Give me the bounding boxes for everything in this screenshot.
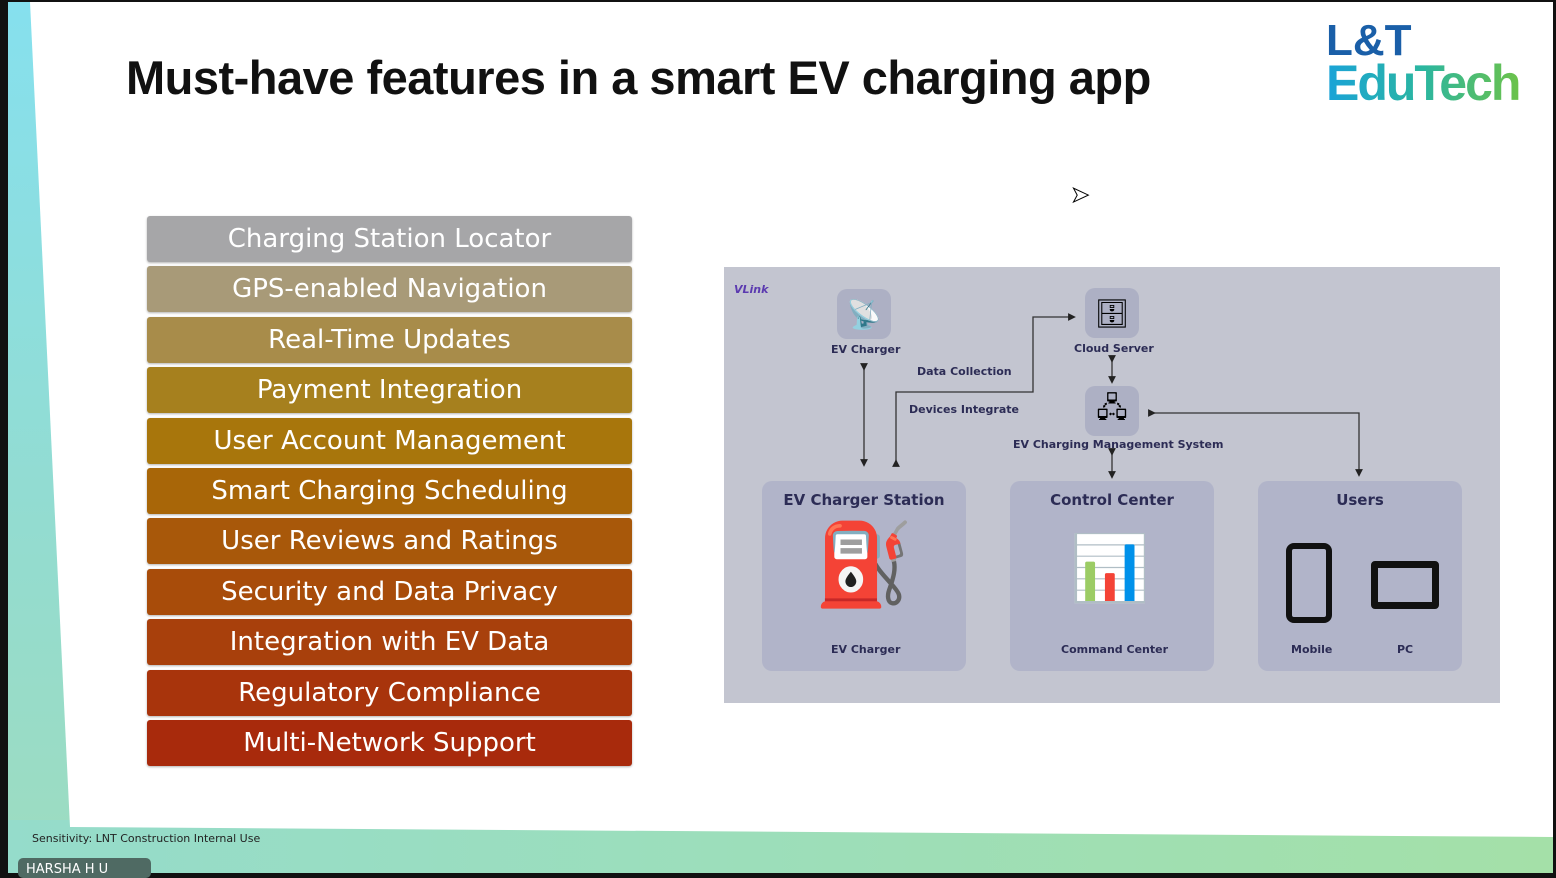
feature-bar: Multi-Network Support (147, 719, 632, 766)
ems-label: EV Charging Management System (1013, 438, 1224, 451)
participant-name-tag: HARSHA H U (18, 858, 151, 878)
card-title: Control Center (1050, 491, 1174, 509)
feature-bar: Real-Time Updates (147, 316, 632, 363)
ev-charger-icon: ⛽ (814, 518, 914, 611)
feature-bar: Security and Data Privacy (147, 568, 632, 615)
feature-bar: Regulatory Compliance (147, 669, 632, 716)
cloud-server-label: Cloud Server (1074, 342, 1154, 355)
cloud-server-icon: 🗄 (1085, 288, 1139, 338)
dashboard-icon: 📊 (1070, 532, 1150, 606)
feature-bar: Integration with EV Data (147, 619, 632, 666)
lt-edutech-logo: L&T EduTech (1326, 16, 1521, 111)
pc-icon (1371, 561, 1439, 609)
network-icon: 🖧 (1085, 386, 1139, 436)
logo-line1: L&T (1326, 16, 1412, 65)
sensitivity-label: Sensitivity: LNT Construction Internal U… (32, 832, 261, 845)
slide-title: Must-have features in a smart EV chargin… (126, 51, 1151, 104)
feature-bar: Charging Station Locator (147, 216, 632, 262)
data-collection-label: Data Collection (917, 365, 1012, 378)
feature-bar: Payment Integration (147, 367, 632, 414)
card-item: PC (1397, 643, 1414, 656)
connector-arrows (860, 313, 1363, 479)
feature-bar: User Reviews and Ratings (147, 518, 632, 565)
card-title: Users (1336, 491, 1384, 509)
card-users: Users Mobile PC (1258, 481, 1462, 671)
feature-bar: User Account Management (147, 417, 632, 464)
ev-charger-label: EV Charger (831, 343, 901, 356)
devices-integrate-label: Devices Integrate (909, 403, 1019, 416)
mouse-cursor-icon: ➤ (1070, 183, 1090, 209)
card-control-center: Control Center 📊 Command Center (1010, 481, 1214, 671)
card-title: EV Charger Station (783, 491, 945, 509)
card-item: Command Center (1061, 643, 1169, 656)
card-ev-charger-station: EV Charger Station ⛽ EV Charger (762, 481, 966, 671)
feature-bar: GPS-enabled Navigation (147, 266, 632, 313)
mobile-icon (1286, 543, 1332, 623)
card-item: EV Charger (831, 643, 901, 656)
card-item: Mobile (1291, 643, 1333, 656)
tower-icon: 📡 (837, 289, 891, 339)
logo-line2: EduTech (1326, 55, 1521, 111)
vlink-logo: VLink (734, 283, 769, 296)
architecture-diagram: VLink 📡 EV Charger 🗄 Cloud Server Data C… (724, 267, 1500, 703)
feature-bar: Smart Charging Scheduling (147, 467, 632, 514)
